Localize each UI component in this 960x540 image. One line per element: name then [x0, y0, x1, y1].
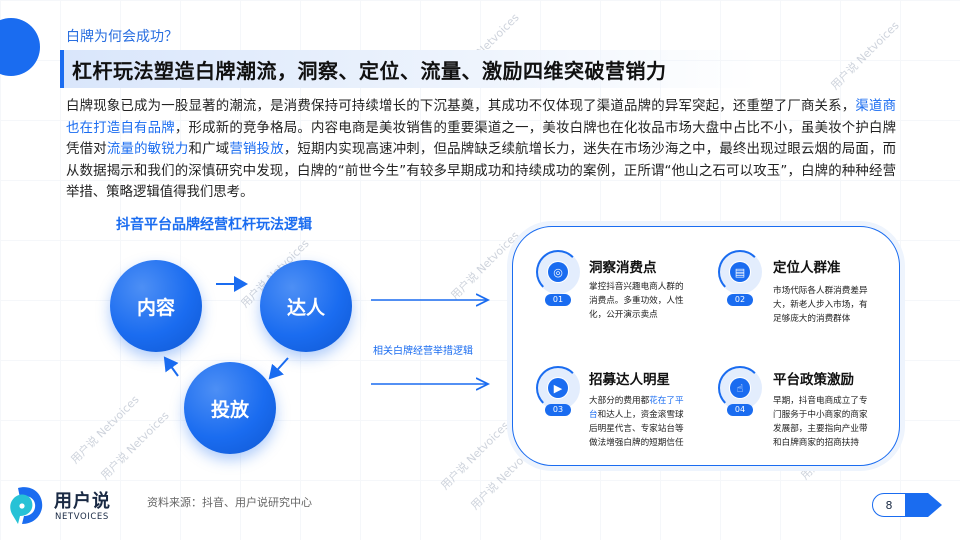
diagram-title: 抖音平台品牌经营杠杆玩法逻辑 — [116, 217, 312, 233]
item-number: 03 — [545, 404, 571, 416]
logo-text: 用户说 — [54, 491, 111, 512]
item-number: 04 — [727, 404, 753, 416]
page-number: 8 — [872, 493, 906, 517]
chat-icon: ▤ — [718, 250, 762, 294]
pointer-icon: ☝ — [718, 366, 762, 410]
intro-paragraph: 白牌现象已成为一股显著的潮流，是消费保持可持续增长的下沉基奠，其成功不仅体现了渠… — [66, 99, 897, 200]
item-number: 02 — [727, 294, 753, 306]
item-description: 掌控抖音兴趣电商人群的消费点。多重功效，人性化，公开演示卖点 — [589, 282, 684, 320]
source-note: 资料来源：抖音、用户说研究中心 — [147, 496, 312, 509]
item-title: 招募达人明星 — [589, 372, 670, 388]
title-bar: 杠杆玩法塑造白牌潮流，洞察、定位、流量、激励四维突破营销力 — [60, 50, 758, 88]
highlight-text: 花在了平台 — [589, 396, 684, 420]
highlight-text: 渠道商也在打造自有品牌 — [66, 99, 897, 136]
item-description: 早期，抖音电商成立了专门服务于中小商家的商家发展部，主要指向产业带和白牌商家的招… — [773, 396, 868, 448]
item-title: 平台政策激励 — [773, 372, 854, 388]
item-title: 洞察消费点 — [589, 260, 657, 276]
item-description: 市场代际各人群消费差异大，新老人步入市场，有足够庞大的消费群体 — [773, 286, 868, 324]
logo-subtext: NETVOICES — [55, 512, 109, 522]
page-arrow-icon — [906, 493, 942, 517]
page-title: 杠杆玩法塑造白牌潮流，洞察、定位、流量、激励四维突破营销力 — [72, 58, 667, 83]
node-content: 内容 — [110, 260, 202, 352]
highlight-text: 营销投放 — [229, 142, 284, 157]
connector-label: 相关白牌经营举措逻辑 — [373, 346, 473, 357]
item-number: 01 — [545, 294, 571, 306]
node-influencer: 达人 — [260, 260, 352, 352]
highlight-text: 流量的敏锐力 — [106, 142, 189, 157]
video-icon: ▶ — [536, 366, 580, 410]
item-title: 定位人群准 — [773, 260, 841, 276]
node-advertising: 投放 — [184, 362, 276, 454]
page-indicator: 8 — [872, 492, 946, 518]
section-label: 白牌为何会成功？ — [66, 29, 178, 45]
logo-icon — [10, 487, 43, 524]
target-icon: ◎ — [536, 250, 580, 294]
item-description: 大部分的费用都花在了平台和达人上，资金滚雪球后明星代言、专家站台等做法增强白牌的… — [589, 396, 684, 448]
